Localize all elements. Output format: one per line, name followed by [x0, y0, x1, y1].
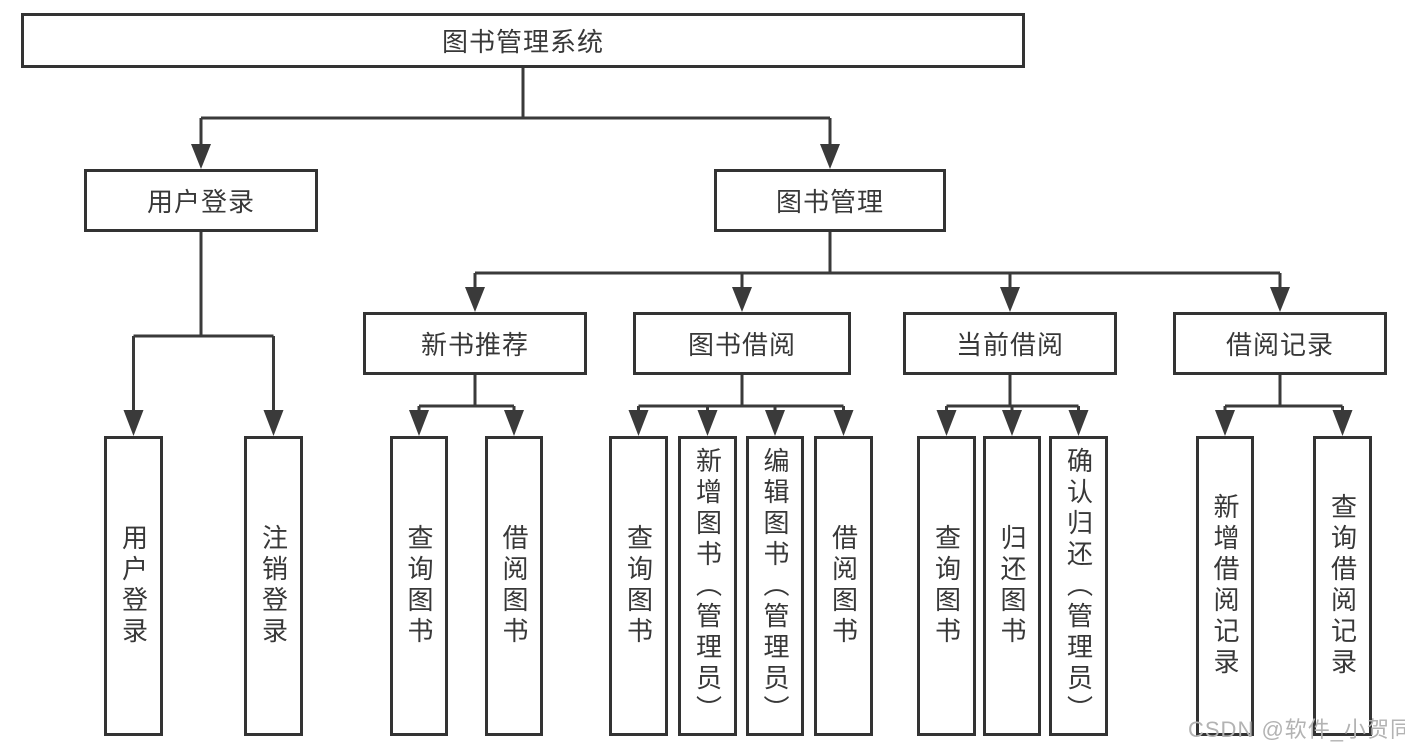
leaf-query-books-borrow: 查询图书 [609, 436, 668, 736]
leaf-query-books-current: 查询图书 [917, 436, 976, 736]
node-label: 查询借阅记录 [1327, 493, 1358, 679]
node-label: 用户登录 [118, 524, 149, 648]
leaf-add-book-admin: 新增图书（管理员） [678, 436, 737, 736]
node-label: 当前借阅 [955, 330, 1064, 360]
node-label: 图书管理 [775, 187, 884, 217]
node-label: 查询图书 [404, 524, 434, 648]
node-label: 注销登录 [258, 524, 289, 648]
node-label: 确认归还（管理员） [1063, 446, 1094, 726]
node-book-borrowing: 图书借阅 [633, 312, 851, 375]
leaf-borrow-books: 借阅图书 [814, 436, 873, 736]
node-label: 归还图书 [997, 524, 1027, 648]
node-label: 编辑图书（管理员） [760, 446, 790, 726]
node-label: 图书管理系统 [441, 27, 604, 57]
leaf-query-books-recommend: 查询图书 [390, 436, 448, 736]
node-label: 借阅图书 [499, 524, 529, 648]
node-current-borrowing: 当前借阅 [903, 312, 1117, 375]
node-label: 借阅图书 [828, 524, 859, 648]
leaf-logout: 注销登录 [244, 436, 303, 736]
node-root: 图书管理系统 [21, 13, 1025, 68]
node-book-management: 图书管理 [714, 169, 946, 232]
node-label: 查询图书 [931, 524, 962, 648]
leaf-confirm-return-admin: 确认归还（管理员） [1049, 436, 1108, 736]
leaf-user-login: 用户登录 [104, 436, 163, 736]
node-label: 新书推荐 [420, 330, 529, 360]
node-label: 查询图书 [623, 524, 654, 648]
node-label: 新增图书（管理员） [692, 446, 723, 726]
leaf-edit-book-admin: 编辑图书（管理员） [746, 436, 804, 736]
node-label: 借阅记录 [1225, 330, 1334, 360]
node-label: 新增借阅记录 [1210, 493, 1240, 679]
leaf-query-borrow-record: 查询借阅记录 [1313, 436, 1372, 736]
node-user-login: 用户登录 [84, 169, 318, 232]
node-new-book-recommend: 新书推荐 [363, 312, 587, 375]
node-label: 图书借阅 [687, 330, 796, 360]
arrowheads [123, 144, 1353, 436]
leaf-borrow-books-recommend: 借阅图书 [485, 436, 543, 736]
leaf-add-borrow-record: 新增借阅记录 [1196, 436, 1254, 736]
leaf-return-books: 归还图书 [983, 436, 1041, 736]
node-label: 用户登录 [146, 187, 255, 217]
node-borrowing-records: 借阅记录 [1173, 312, 1387, 375]
watermark: CSDN @软件_小贺同学 [1188, 717, 1405, 742]
